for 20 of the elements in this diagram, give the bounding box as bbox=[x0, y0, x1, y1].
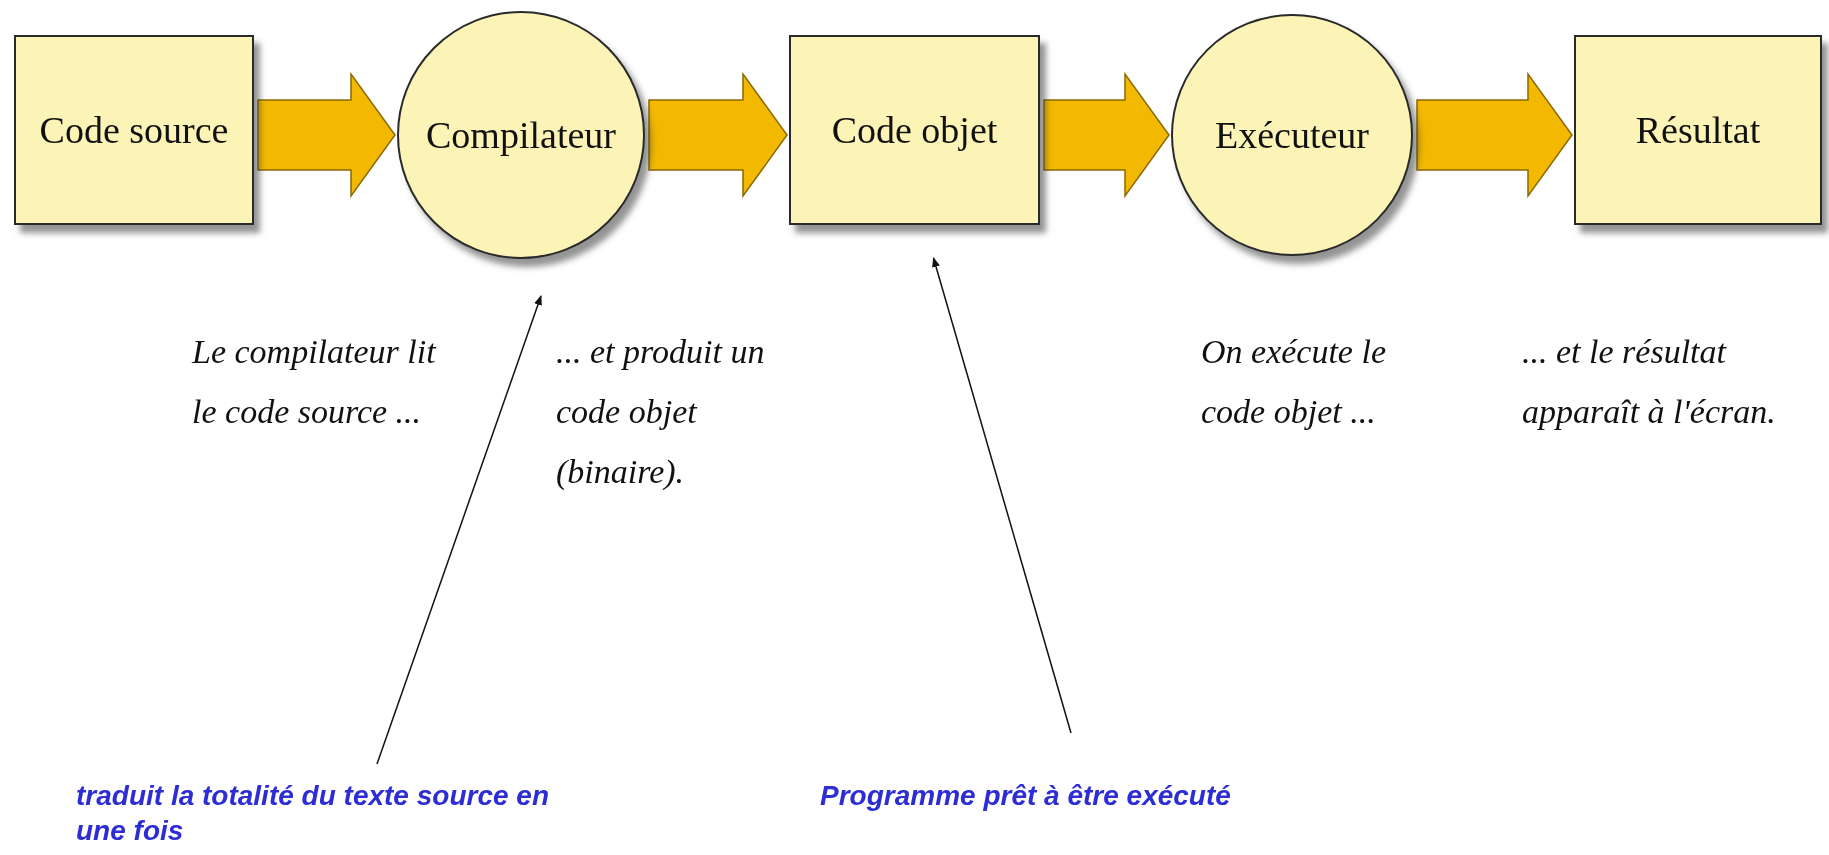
node-label: Code source bbox=[39, 108, 229, 152]
description-text: On exécute le code objet ... bbox=[1201, 332, 1387, 432]
description-text: Le compilateur lit le code source ... bbox=[192, 332, 438, 432]
block-arrow bbox=[648, 71, 788, 199]
block-arrow bbox=[1416, 71, 1573, 199]
block-arrow bbox=[257, 71, 396, 199]
node-label: Code objet bbox=[831, 108, 998, 152]
leader-line bbox=[376, 295, 542, 765]
annotation-text: Programme prêt à être exécuté bbox=[820, 778, 1380, 814]
process-box bbox=[14, 35, 254, 225]
process-box bbox=[789, 35, 1040, 225]
node-label: Résultat bbox=[1635, 108, 1761, 152]
block-arrow bbox=[1043, 71, 1170, 199]
annotation-text: traduit la totalité du texte source en une fois bbox=[76, 778, 606, 852]
node-label: Exécuteur bbox=[1215, 113, 1369, 157]
description-text: ... et produit un code objet (binaire). bbox=[556, 332, 766, 492]
leader-line bbox=[932, 257, 1072, 734]
description-text: ... et le résultat apparaît à l'écran. bbox=[1522, 332, 1777, 432]
node-label: Compilateur bbox=[426, 113, 616, 157]
process-box bbox=[1574, 35, 1822, 225]
